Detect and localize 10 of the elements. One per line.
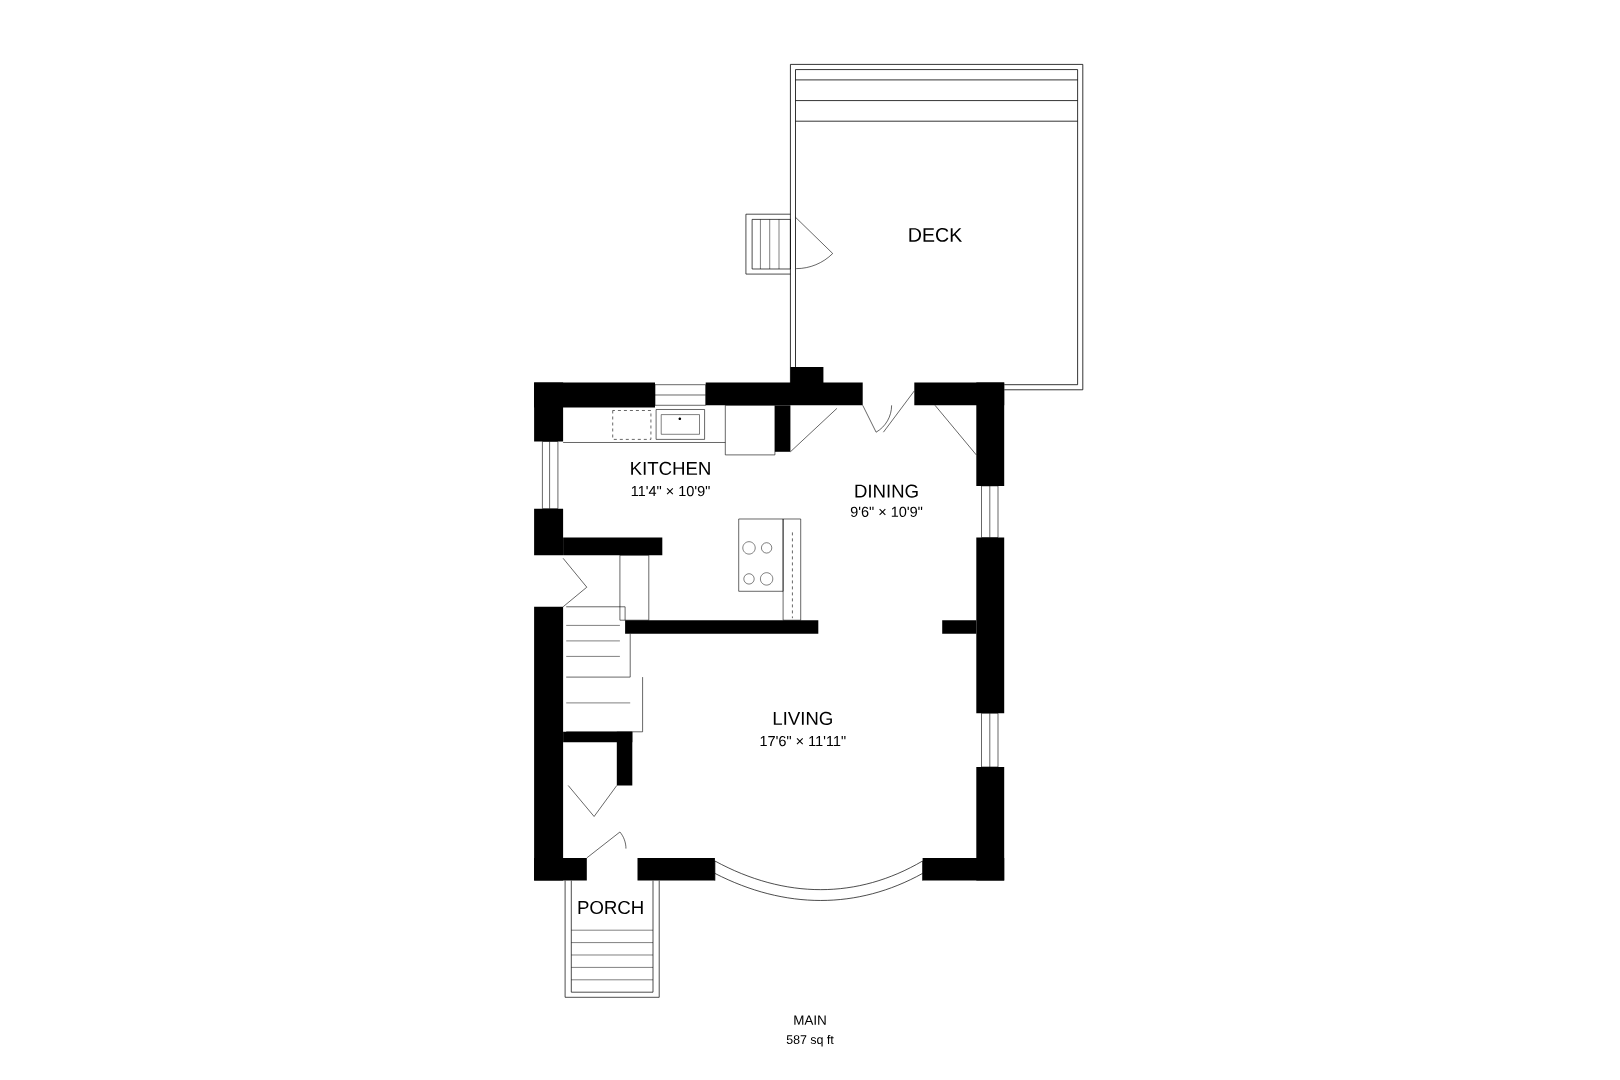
room-label: DECK [909, 227, 962, 242]
dimension-label: 17'6" × 11'11" [760, 735, 846, 747]
room-label: DINING [855, 484, 918, 498]
room-label: LIVING [773, 711, 832, 725]
floor-label: MAIN [794, 1015, 826, 1025]
dimension-label: 11'4" × 10'9" [631, 485, 710, 497]
area-label: 587 sq ft [786, 1034, 834, 1047]
room-label: PORCH [578, 900, 643, 915]
room-label: KITCHEN [631, 461, 710, 475]
dimension-label: 9'6" × 10'9" [850, 506, 923, 517]
